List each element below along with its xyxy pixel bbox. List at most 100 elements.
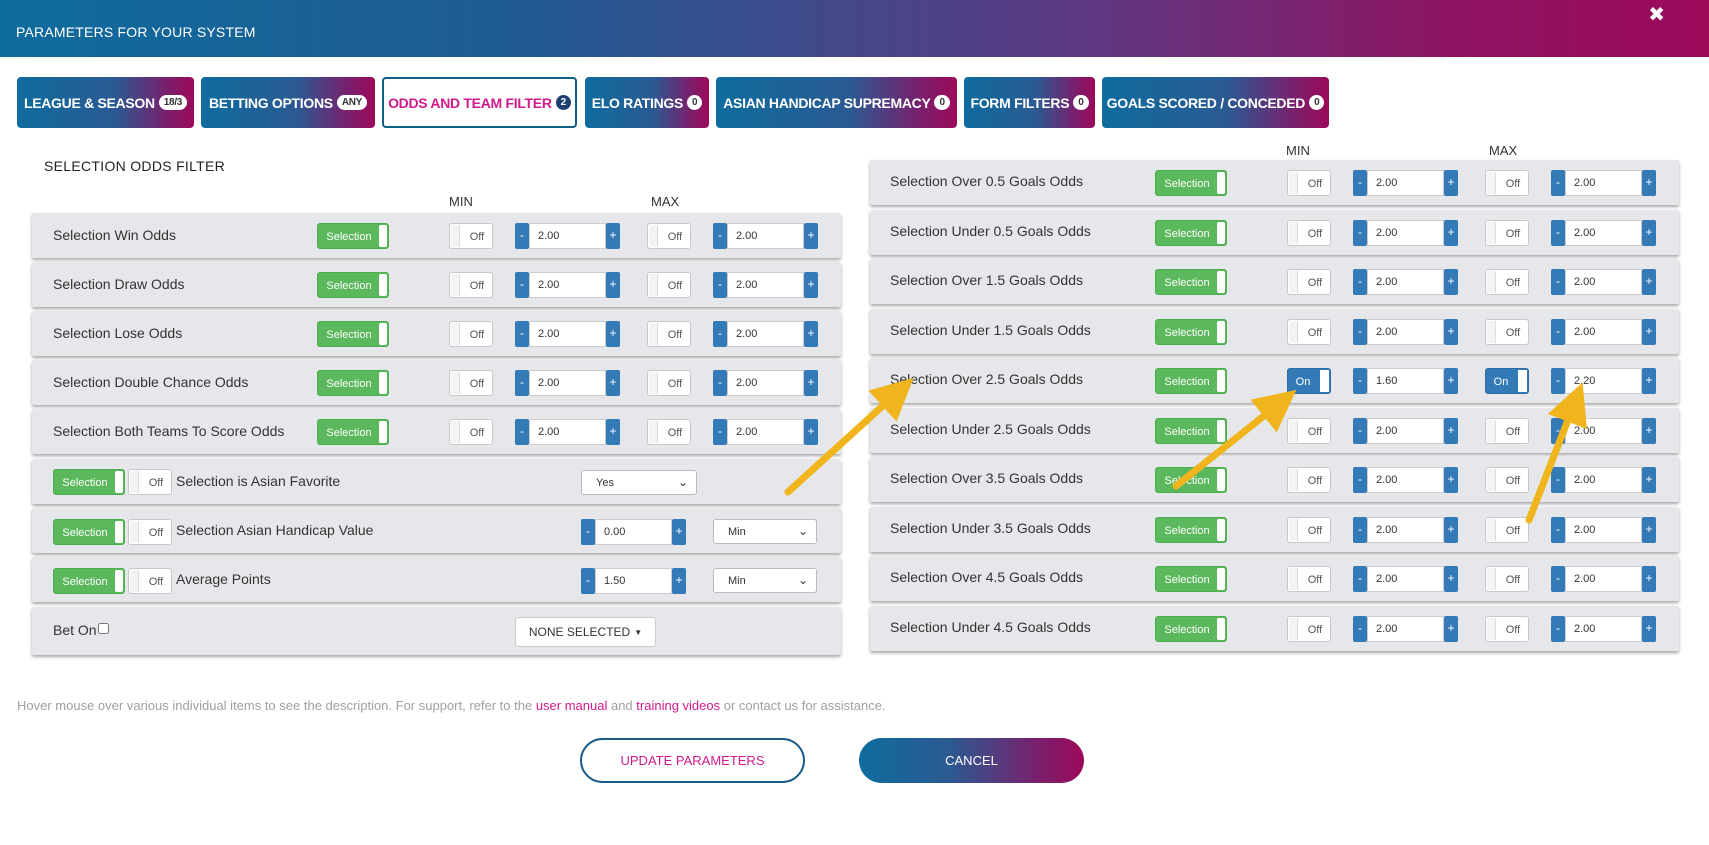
training-videos-link[interactable]: training videos [636, 698, 721, 713]
max-value-input[interactable] [1565, 517, 1642, 543]
min-value-input[interactable] [1367, 467, 1444, 493]
min-toggle[interactable]: Off [449, 370, 493, 396]
max-value-input[interactable] [727, 223, 804, 249]
decrement-button[interactable]: - [713, 370, 727, 396]
max-value-input[interactable] [1565, 269, 1642, 295]
decrement-button[interactable]: - [1353, 269, 1367, 295]
min-value-input[interactable] [529, 370, 606, 396]
min-value-input[interactable] [1367, 220, 1444, 246]
decrement-button[interactable]: - [515, 321, 529, 347]
min-value-input[interactable] [1367, 566, 1444, 592]
min-value-input[interactable] [1367, 418, 1444, 444]
max-value-input[interactable] [727, 321, 804, 347]
max-toggle[interactable]: Off [1485, 467, 1529, 493]
min-toggle[interactable]: Off [449, 272, 493, 298]
min-value-input[interactable] [529, 321, 606, 347]
increment-button[interactable]: + [804, 370, 818, 396]
update-parameters-button[interactable]: UPDATE PARAMETERS [580, 738, 805, 783]
asian-value-select[interactable]: Min⌄ [713, 519, 817, 544]
selection-toggle[interactable]: Selection [1155, 418, 1227, 444]
increment-button[interactable]: + [606, 272, 620, 298]
decrement-button[interactable]: - [1353, 616, 1367, 642]
decrement-button[interactable]: - [713, 223, 727, 249]
selection-toggle[interactable]: Selection [317, 272, 389, 298]
max-toggle[interactable]: Off [647, 272, 691, 298]
increment-button[interactable]: + [1642, 517, 1656, 543]
cancel-button[interactable]: CANCEL [859, 738, 1084, 783]
increment-button[interactable]: + [1444, 418, 1458, 444]
increment-button[interactable]: + [1444, 220, 1458, 246]
tab-betting-options[interactable]: BETTING OPTIONS ANY [201, 77, 375, 128]
decrement-button[interactable]: - [1551, 616, 1565, 642]
min-toggle[interactable]: Off [449, 321, 493, 347]
increment-button[interactable]: + [672, 568, 686, 594]
tab-league-season[interactable]: LEAGUE & SEASON 18/3 [17, 77, 194, 128]
increment-button[interactable]: + [804, 272, 818, 298]
selection-toggle[interactable]: Selection [1155, 269, 1227, 295]
max-toggle[interactable]: Off [1485, 418, 1529, 444]
min-value-input[interactable] [1367, 616, 1444, 642]
increment-button[interactable]: + [1642, 170, 1656, 196]
max-value-input[interactable] [727, 370, 804, 396]
selection-toggle[interactable]: Selection [317, 419, 389, 445]
selection-toggle[interactable]: Selection [317, 321, 389, 347]
increment-button[interactable]: + [1642, 566, 1656, 592]
decrement-button[interactable]: - [1551, 517, 1565, 543]
max-value-input[interactable] [1565, 418, 1642, 444]
min-toggle[interactable]: On [1287, 368, 1331, 394]
increment-button[interactable]: + [1444, 170, 1458, 196]
user-manual-link[interactable]: user manual [535, 698, 608, 713]
increment-button[interactable]: + [672, 519, 686, 545]
min-toggle[interactable]: Off [1287, 616, 1331, 642]
max-value-input[interactable] [727, 419, 804, 445]
decrement-button[interactable]: - [1551, 319, 1565, 345]
min-toggle[interactable]: Off [1287, 418, 1331, 444]
min-value-input[interactable] [1367, 319, 1444, 345]
decrement-button[interactable]: - [1353, 220, 1367, 246]
decrement-button[interactable]: - [1551, 467, 1565, 493]
decrement-button[interactable]: - [1551, 368, 1565, 394]
max-value-input[interactable] [1565, 368, 1642, 394]
increment-button[interactable]: + [1642, 368, 1656, 394]
min-value-input[interactable] [529, 223, 606, 249]
max-toggle[interactable]: On [1485, 368, 1529, 394]
average-points-input[interactable] [595, 568, 672, 594]
max-toggle[interactable]: Off [1485, 517, 1529, 543]
decrement-button[interactable]: - [1353, 170, 1367, 196]
increment-button[interactable]: + [1444, 517, 1458, 543]
min-toggle[interactable]: Off [1287, 566, 1331, 592]
selection-toggle[interactable]: Selection [1155, 566, 1227, 592]
increment-button[interactable]: + [1444, 269, 1458, 295]
min-toggle[interactable]: Off [1287, 319, 1331, 345]
selection-toggle[interactable]: Selection [317, 223, 389, 249]
min-value-input[interactable] [1367, 368, 1444, 394]
max-value-input[interactable] [1565, 170, 1642, 196]
min-toggle[interactable]: Off [1287, 467, 1331, 493]
min-value-input[interactable] [529, 272, 606, 298]
max-value-input[interactable] [1565, 616, 1642, 642]
max-toggle[interactable]: Off [1485, 170, 1529, 196]
decrement-button[interactable]: - [515, 419, 529, 445]
increment-button[interactable]: + [1444, 319, 1458, 345]
max-toggle[interactable]: Off [647, 223, 691, 249]
increment-button[interactable]: + [1642, 616, 1656, 642]
increment-button[interactable]: + [1444, 616, 1458, 642]
increment-button[interactable]: + [804, 321, 818, 347]
max-value-input[interactable] [1565, 467, 1642, 493]
max-toggle[interactable]: Off [647, 419, 691, 445]
increment-button[interactable]: + [606, 321, 620, 347]
decrement-button[interactable]: - [1353, 418, 1367, 444]
increment-button[interactable]: + [1642, 269, 1656, 295]
increment-button[interactable]: + [804, 419, 818, 445]
decrement-button[interactable]: - [1551, 418, 1565, 444]
selection-toggle[interactable]: Selection [1155, 616, 1227, 642]
selection-toggle[interactable]: Selection [1155, 467, 1227, 493]
max-value-input[interactable] [1565, 319, 1642, 345]
max-toggle[interactable]: Off [1485, 319, 1529, 345]
asian-favorite-select[interactable]: Yes⌄ [581, 470, 697, 495]
tab-odds-team-filter[interactable]: ODDS AND TEAM FILTER 2 [382, 77, 577, 128]
decrement-button[interactable]: - [581, 519, 595, 545]
close-icon[interactable]: ✖ [1648, 4, 1665, 26]
min-value-input[interactable] [529, 419, 606, 445]
increment-button[interactable]: + [1444, 368, 1458, 394]
